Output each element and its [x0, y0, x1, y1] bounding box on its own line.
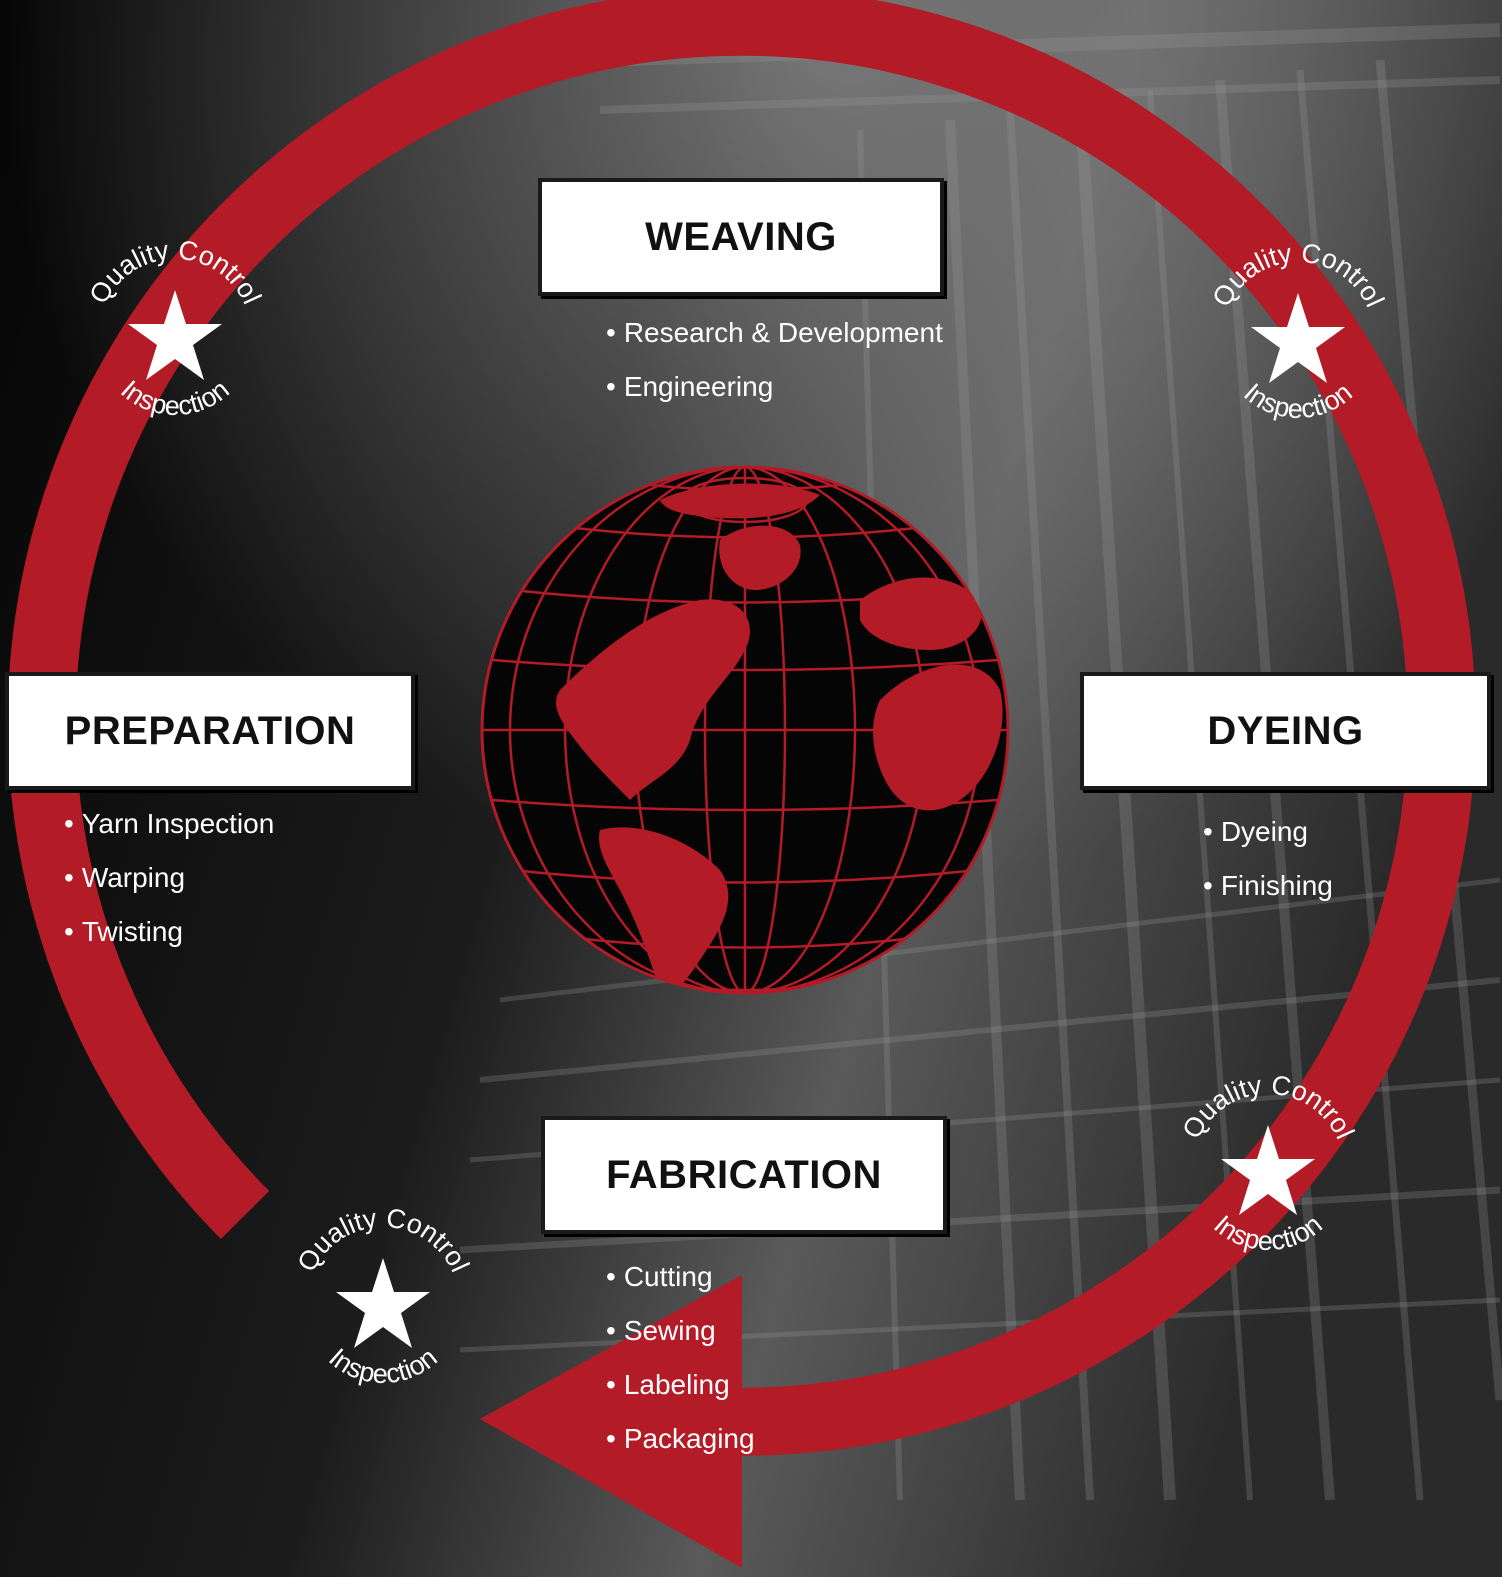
globe-icon: [480, 465, 1010, 995]
quality-control-badge: Quality Control Inspection: [288, 1203, 478, 1398]
inspection-label: Inspection: [1238, 377, 1357, 424]
list-item: Warping: [64, 851, 274, 905]
star-icon: [1251, 293, 1345, 383]
list-item: Dyeing: [1203, 805, 1333, 859]
preparation-item-list: Yarn Inspection Warping Twisting: [64, 797, 275, 959]
stage-title-weaving: WEAVING: [645, 214, 837, 259]
stage-box-weaving: WEAVING: [538, 178, 944, 296]
list-item: Cutting: [606, 1250, 755, 1304]
list-item: Yarn Inspection: [64, 797, 275, 851]
fabrication-item-list: Cutting Sewing Labeling Packaging: [606, 1250, 755, 1466]
star-icon: [128, 290, 222, 380]
stage-title-fabrication: FABRICATION: [606, 1152, 882, 1197]
list-item: Twisting: [64, 905, 274, 959]
stage-title-dyeing: DYEING: [1207, 708, 1364, 753]
star-icon: [1221, 1125, 1315, 1215]
quality-control-badge: Quality Control Inspection: [1203, 238, 1393, 433]
weaving-item-list: Research & Development Engineering: [606, 306, 943, 414]
list-item: Research & Development: [606, 306, 943, 360]
list-item: Labeling: [606, 1358, 755, 1412]
inspection-label: Inspection: [115, 374, 234, 421]
inspection-label: Inspection: [323, 1342, 442, 1389]
stage-box-preparation: PREPARATION: [5, 672, 415, 790]
list-item: Packaging: [606, 1412, 755, 1466]
dyeing-item-list: Dyeing Finishing: [1203, 805, 1333, 913]
quality-control-badge: Quality Control Inspection: [80, 235, 270, 430]
quality-control-badge: Quality Control Inspection: [1173, 1070, 1363, 1265]
list-item: Engineering: [606, 360, 943, 414]
star-icon: [336, 1258, 430, 1348]
inspection-label: Inspection: [1208, 1209, 1327, 1256]
stage-box-fabrication: FABRICATION: [541, 1116, 947, 1234]
stage-box-dyeing: DYEING: [1080, 672, 1491, 790]
list-item: Finishing: [1203, 859, 1333, 913]
stage-title-preparation: PREPARATION: [64, 708, 356, 753]
list-item: Sewing: [606, 1304, 755, 1358]
